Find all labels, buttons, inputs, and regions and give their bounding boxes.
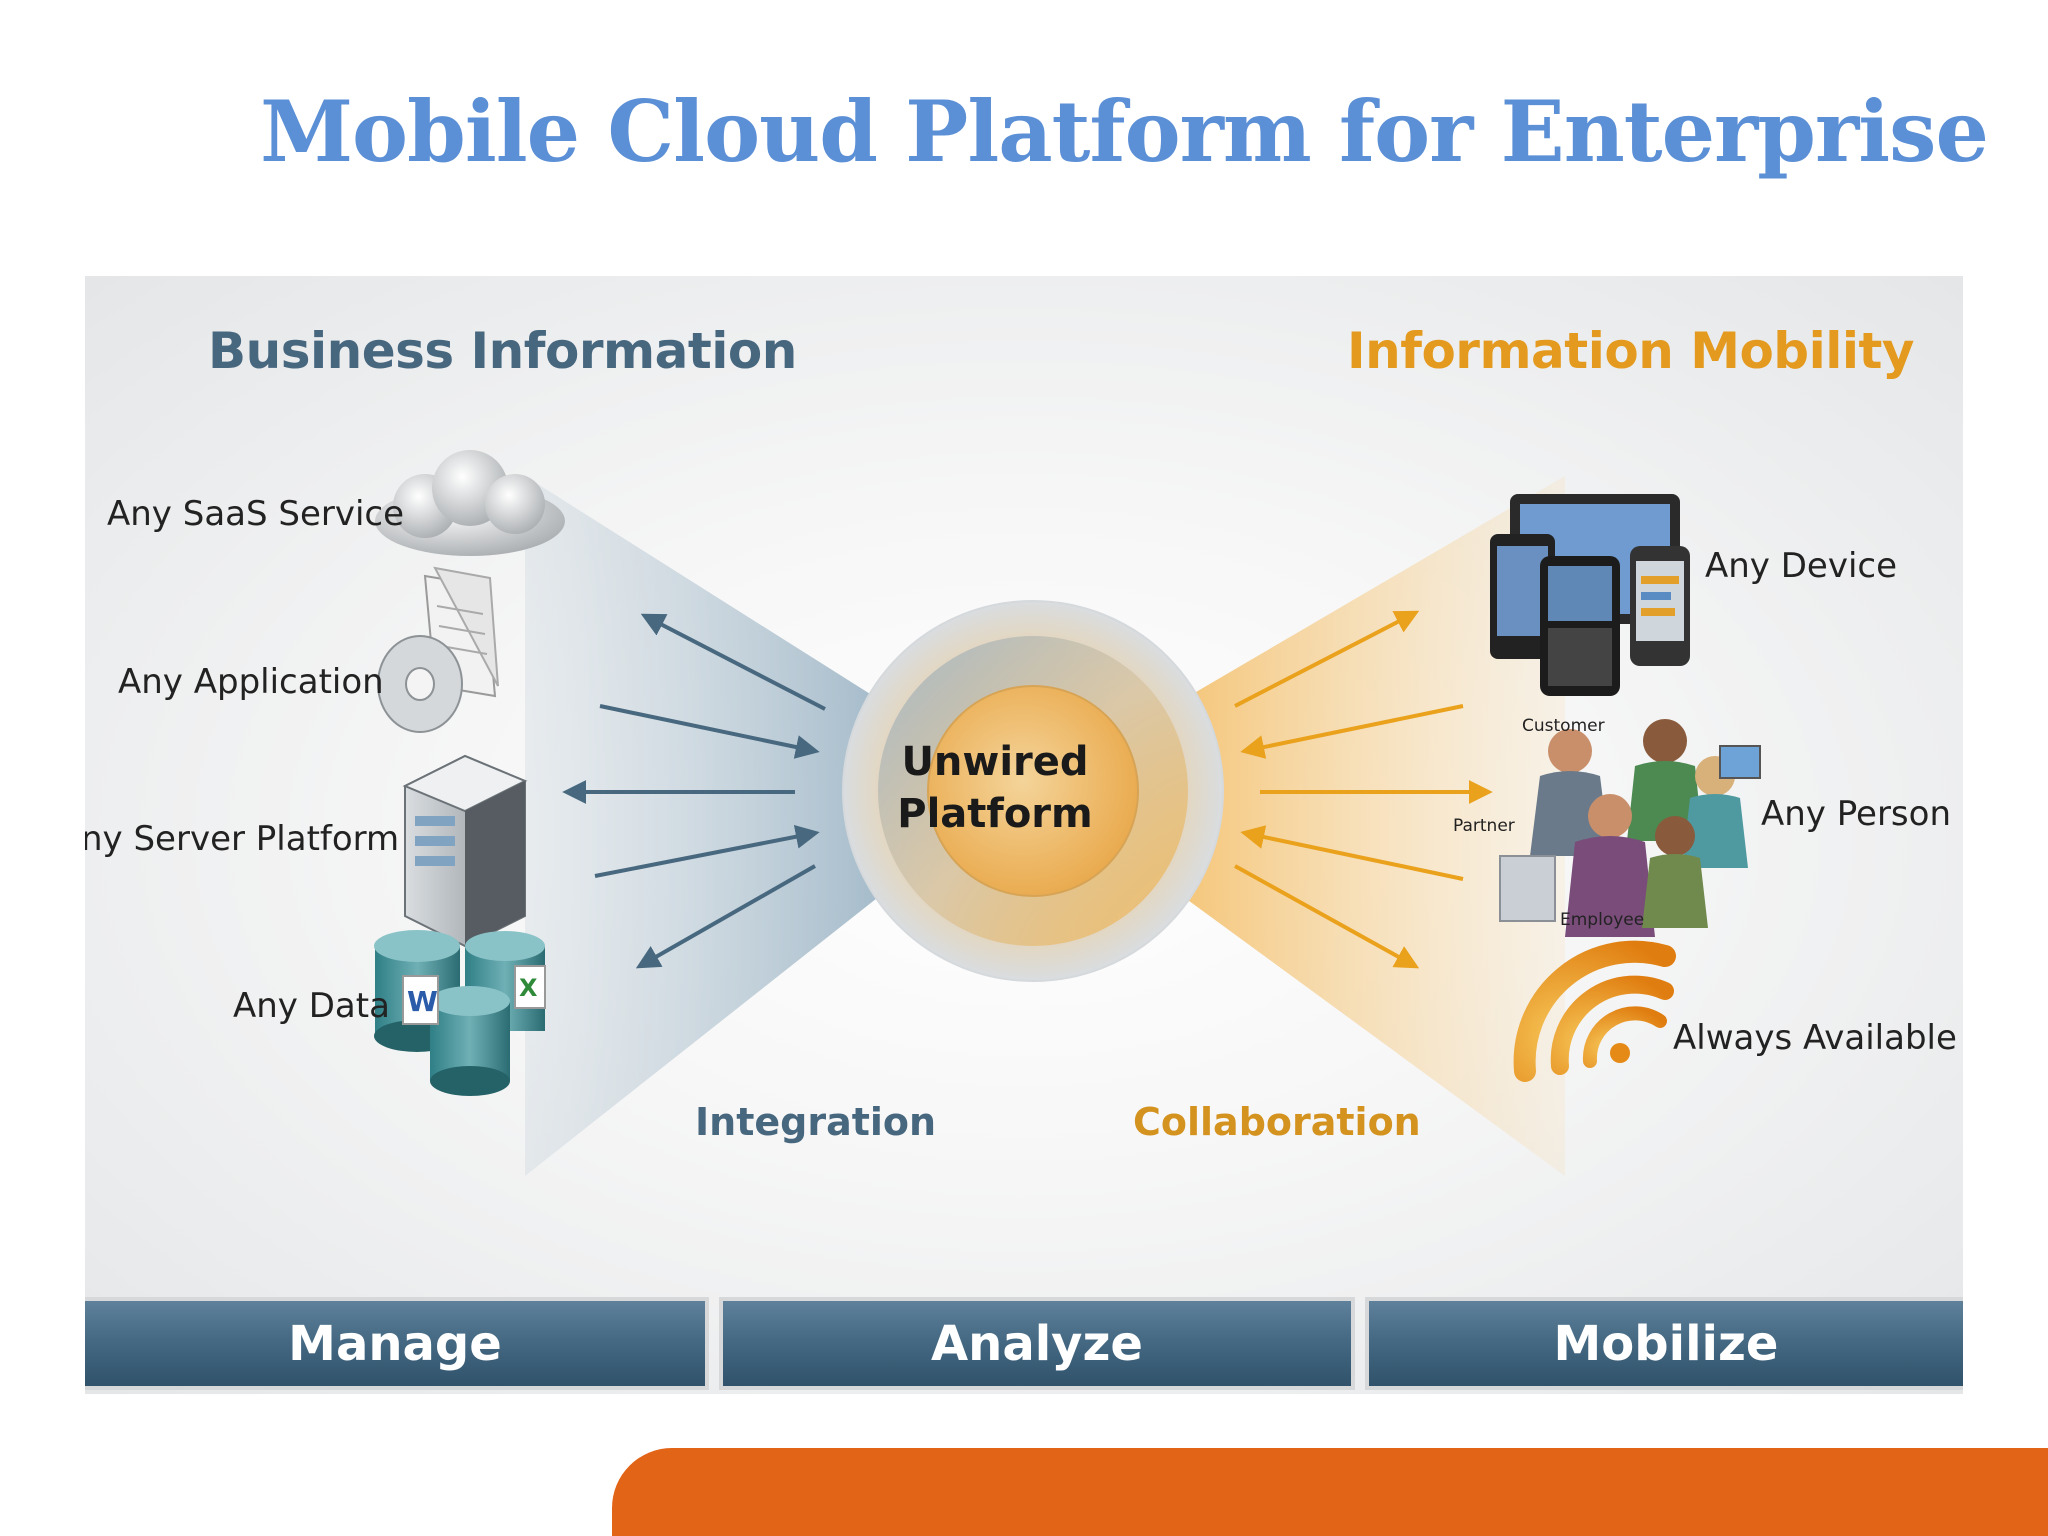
platform-diagram: W X	[85, 276, 1963, 1394]
unwired-platform-hub: Unwired Platform	[880, 736, 1110, 840]
hub-line-2: Platform	[897, 791, 1093, 837]
hub-core	[927, 685, 1139, 897]
any-device-label: Any Device	[1705, 546, 1898, 586]
any-saas-service-label: Any SaaS Service	[107, 494, 405, 534]
any-data-label: Any Data	[233, 986, 390, 1026]
employee-label: Employee	[1560, 910, 1645, 930]
manage-segment: Manage	[85, 1297, 709, 1390]
arrow-to-data	[635, 864, 816, 969]
footer-accent-shape	[612, 1448, 2048, 1536]
arrow-to-available	[1234, 864, 1420, 969]
information-mobility-heading: Information Mobility	[1347, 322, 1915, 380]
people-icon	[1499, 719, 1761, 937]
arrow-from-person	[1240, 825, 1464, 881]
mobilize-segment: Mobilize	[1365, 1297, 1963, 1390]
any-application-label: Any Application	[118, 662, 384, 702]
signal-icon	[1513, 940, 1676, 1082]
svg-text:W: W	[407, 985, 438, 1018]
any-server-platform-label: ny Server Platform	[85, 819, 400, 859]
devices-icon	[1490, 494, 1690, 696]
collaboration-cone	[1155, 476, 1565, 1176]
cloud-icon	[375, 450, 565, 556]
server-icon	[402, 754, 528, 948]
integration-cone	[525, 476, 905, 1176]
arrow-to-device	[1234, 610, 1420, 708]
always-available-label: Always Available	[1673, 1018, 1957, 1058]
database-icon: W X	[374, 930, 546, 1096]
collaboration-label: Collaboration	[1133, 1100, 1421, 1144]
integration-label: Integration	[695, 1100, 937, 1144]
svg-text:X: X	[519, 974, 538, 1002]
arrow-from-server	[594, 824, 820, 878]
arrow-to-saas	[640, 613, 826, 711]
any-person-label: Any Person	[1761, 794, 1951, 834]
arrow-from-device	[1240, 704, 1464, 759]
application-icon	[377, 566, 499, 733]
partner-label: Partner	[1453, 816, 1515, 836]
arrow-from-application	[599, 704, 820, 759]
diagram-graphics: W X	[374, 450, 1761, 1176]
slide-title: Mobile Cloud Platform for Enterprise	[260, 82, 1989, 181]
hub-line-1: Unwired	[901, 739, 1089, 785]
capability-bar: Manage Analyze Mobilize	[85, 1287, 1963, 1394]
business-information-heading: Business Information	[208, 322, 797, 380]
customer-label: Customer	[1522, 716, 1605, 736]
analyze-segment: Analyze	[719, 1297, 1355, 1390]
